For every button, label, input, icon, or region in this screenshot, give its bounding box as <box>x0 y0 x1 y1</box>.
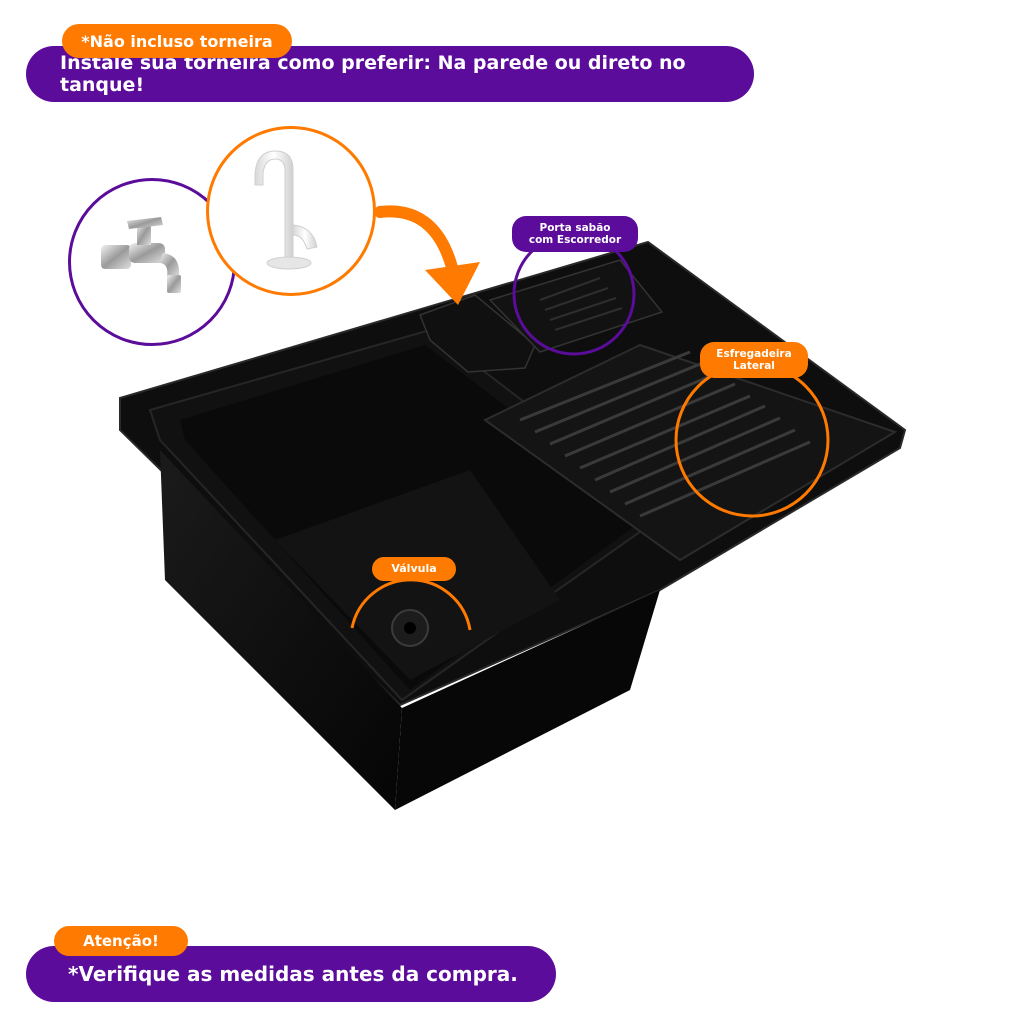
arrow-head-icon <box>425 262 480 305</box>
soap-holder-label-line2: com Escorredor <box>528 234 622 246</box>
valve-label: Válvula <box>372 557 456 581</box>
drain-valve <box>391 609 429 647</box>
scrub-board-label-line2: Lateral <box>733 360 775 372</box>
faucet-not-included-badge: *Não incluso torneira <box>62 24 292 58</box>
deck-faucet-icon <box>254 150 318 270</box>
scrubbing-ribs <box>519 350 811 518</box>
laundry-sink <box>119 240 907 810</box>
install-instructions-text: Instale sua torneira como preferir: Na p… <box>60 52 686 96</box>
faucet-not-included-text: *Não incluso torneira <box>81 31 273 51</box>
soap-holder-label-line1: Porta sabão <box>539 222 611 234</box>
soap-holder-label: Porta sabão com Escorredor <box>512 216 638 252</box>
deck-faucet-option <box>206 126 376 296</box>
scrub-board-label-line1: Esfregadeira <box>716 348 792 360</box>
check-measurements-text: *Verifique as medidas antes da compra. <box>68 962 518 986</box>
scrub-board-label: Esfregadeira Lateral <box>700 342 808 378</box>
valve-label-text: Válvula <box>391 562 437 575</box>
arrow-icon <box>374 205 461 286</box>
wall-faucet-icon <box>101 217 181 293</box>
attention-text: Atenção! <box>83 932 159 950</box>
attention-badge: Atenção! <box>54 926 188 956</box>
soap-dish-slots <box>539 277 623 331</box>
